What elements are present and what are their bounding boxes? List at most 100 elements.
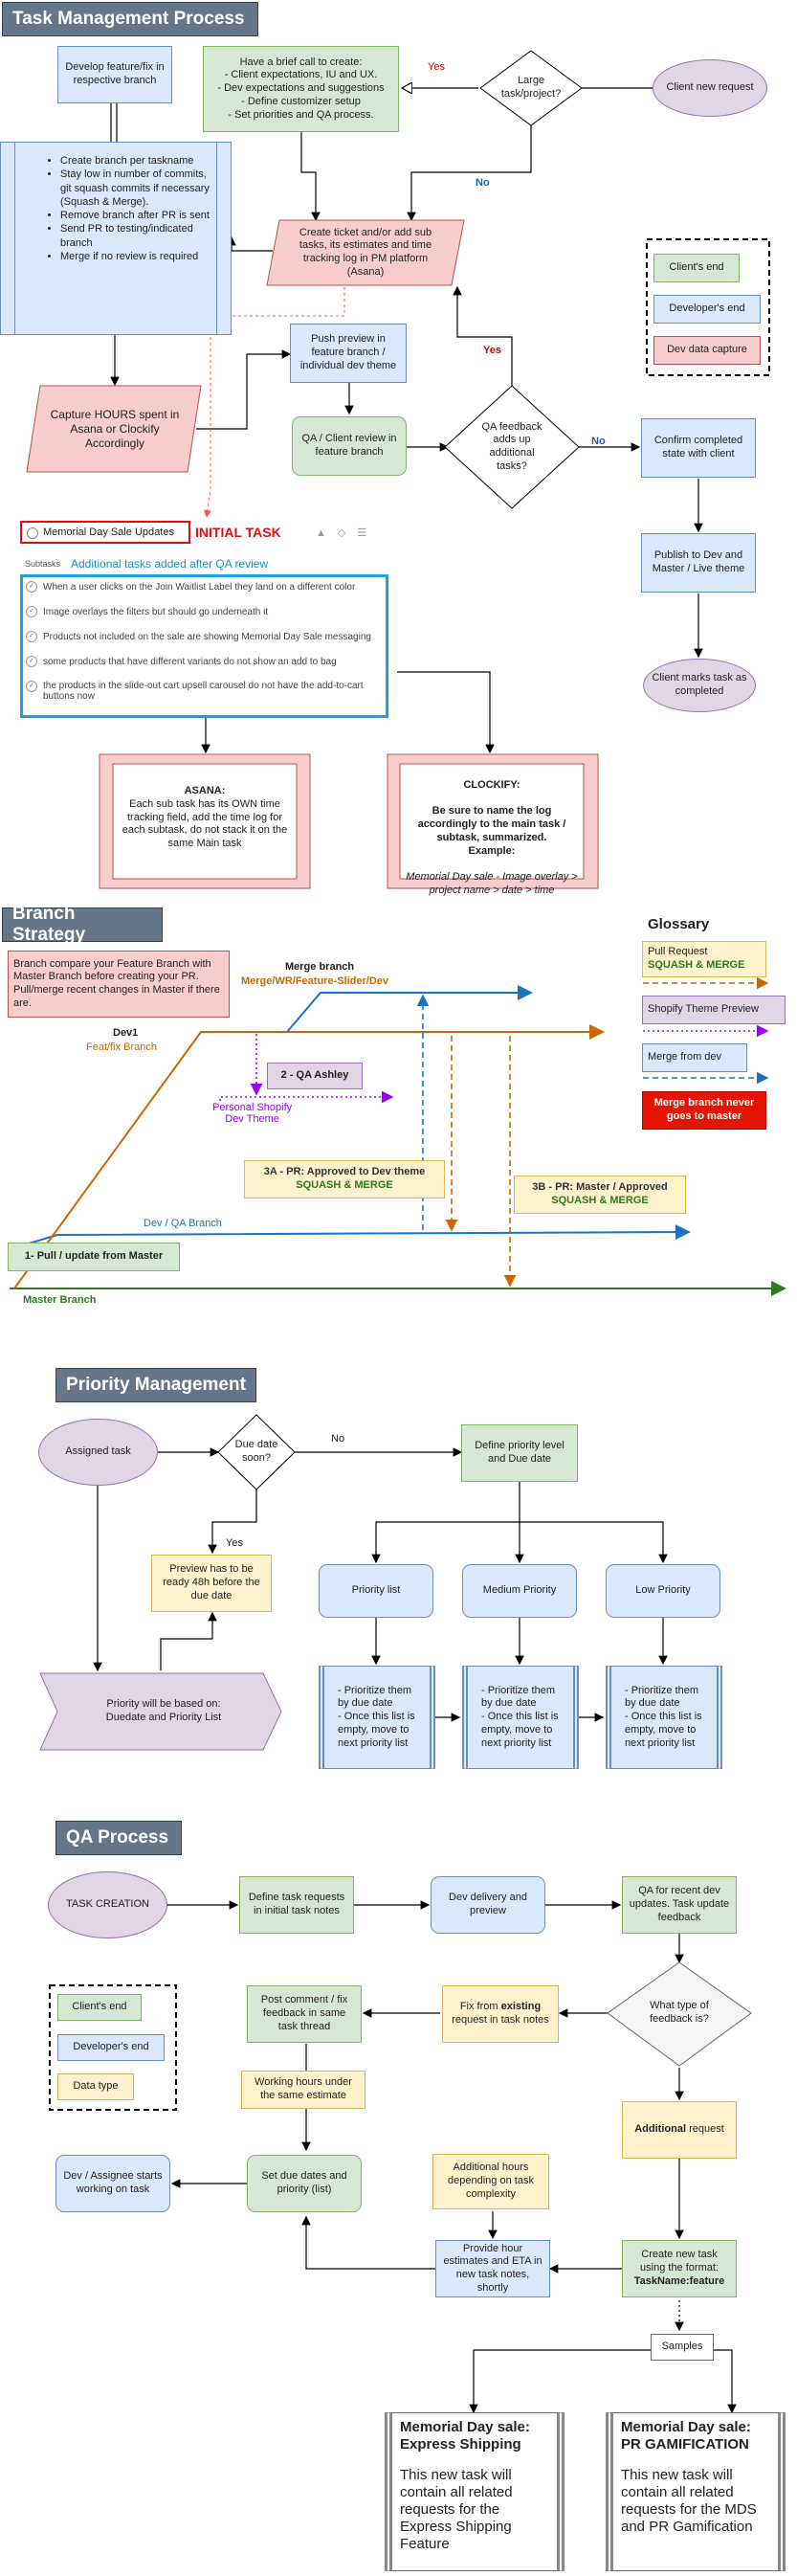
bullet-list-right-stripe — [216, 143, 217, 334]
asana-inner-page — [112, 763, 298, 880]
bullet-list-left-stripe — [14, 143, 15, 334]
legend-client-end: Client's end — [653, 254, 740, 282]
check-circle-icon[interactable]: ✓ — [26, 606, 37, 617]
sample-gamification-body: This new task will contain all related r… — [621, 2467, 757, 2535]
due-yes-label: Yes — [226, 1537, 243, 1549]
subtask-row[interactable]: ✓ Products not included on the sale are s… — [26, 631, 371, 642]
sample-express-body: This new task will contain all related r… — [400, 2467, 513, 2552]
attach-icon[interactable]: ◇ — [337, 527, 358, 539]
based-on-label: Priority will be based on: Duedate and P… — [105, 1698, 222, 1723]
qa-feedback-text: QA feedback adds up additional tasks? — [481, 420, 542, 472]
subtask-row[interactable]: ✓ some products that have different varia… — [26, 656, 337, 667]
like-icon[interactable]: ▲ — [316, 527, 338, 539]
task-creation-node: TASK CREATION — [48, 1871, 167, 1938]
sample-page-express: Memorial Day sale: Express Shipping This… — [385, 2412, 565, 2571]
check-circle-icon[interactable]: ✓ — [26, 681, 37, 692]
sample-gamification-title: Memorial Day sale: PR GAMIFICATION — [621, 2419, 751, 2453]
qa-feedback-diamond — [444, 385, 580, 509]
subtask-row[interactable]: ✓When a user clicks on the Join Waitlist… — [26, 581, 355, 593]
pr-3b-title: 3B - PR: Master / Approved — [532, 1181, 668, 1194]
set-due-node: Set due dates and priority (list) — [247, 2155, 362, 2212]
yes-label-large: Yes — [428, 61, 445, 73]
edge-develop-double — [110, 103, 118, 142]
based-on-pentagon — [39, 1672, 282, 1751]
qa-feedback-label: QA feedback adds up additional tasks? — [471, 419, 553, 475]
glossary-never-master: Merge branch never goes to master — [642, 1091, 766, 1130]
feedback-type-diamond — [607, 1961, 752, 2067]
subtask-icon[interactable]: ☰ — [357, 527, 379, 539]
branch-rules-list: Create branch per taskname Stay low in n… — [43, 154, 215, 263]
edge-subtasks-to-clockify — [397, 671, 495, 754]
create-new-text: Create new task using the format: — [640, 2249, 719, 2274]
fix-existing-node: Fix from existing request in task notes — [442, 1985, 559, 2043]
working-hours-node: Working hours under the same estimate — [241, 2071, 365, 2109]
glossary-squash-label: SQUASH & MERGE — [648, 959, 745, 971]
clockify-note: CLOCKIFY: Be sure to name the log accord… — [402, 766, 582, 910]
pr-3a-node: 3A - PR: Approved to Dev theme SQUASH & … — [244, 1160, 445, 1198]
subtask-text: Products not included on the sale are sh… — [43, 631, 371, 642]
check-circle-icon[interactable]: ✓ — [26, 581, 37, 593]
section-header-task: Task Management Process — [2, 2, 258, 36]
check-circle-icon — [27, 527, 38, 539]
client-marks-completed-node: Client marks task as completed — [643, 659, 756, 712]
no-label-feedback: No — [591, 436, 606, 447]
due-date-label: Due date soon? — [234, 1439, 278, 1464]
brief-call-node: Have a brief call to create: - Client ex… — [203, 46, 399, 132]
additional-request-node: Additional request — [622, 2101, 737, 2159]
due-date-diamond — [217, 1414, 296, 1490]
asana-task-title-box: Memorial Day Sale Updates — [20, 521, 190, 544]
clockify-note-example: Memorial Day sale - Image overlay > proj… — [406, 871, 578, 896]
create-ticket-parallelogram — [266, 219, 465, 286]
subtask-row[interactable]: ✓the products in the slide-out cart upse… — [26, 681, 380, 702]
priority-list-node: Priority list — [319, 1564, 433, 1618]
additional-request-text: Additional request — [634, 2123, 724, 2137]
edge-ticket-to-bullets — [227, 235, 273, 252]
sample-express-title: Memorial Day sale: Express Shipping — [400, 2419, 530, 2453]
subtask-row[interactable]: ✓ Image overlays the filters but should g… — [26, 606, 268, 617]
preview-ready-node: Preview has to be ready 48h before the d… — [151, 1555, 272, 1612]
medium-priority-node: Medium Priority — [462, 1564, 577, 1618]
pr-3b-node: 3B - PR: Master / Approved SQUASH & MERG… — [514, 1176, 686, 1214]
feat-branch-label: Feat/fix Branch — [86, 1042, 157, 1053]
provide-hours-node: Provide hour estimates and ETA in new ta… — [435, 2240, 550, 2297]
pr-3b-sub: SQUASH & MERGE — [551, 1195, 649, 1206]
asana-note: ASANA: Each sub task has its OWN time tr… — [115, 785, 295, 851]
large-task-label: Large task/project? — [500, 75, 562, 100]
confirm-completed-node: Confirm completed state with client — [641, 418, 756, 478]
subtask-text: Image overlays the filters but should go… — [43, 606, 269, 617]
client-request-node: Client new request — [653, 59, 767, 117]
qa-legend-developer: Developer's end — [57, 2034, 165, 2061]
define-priority-node: Define priority level and Due date — [461, 1424, 578, 1482]
fix-existing-text: Fix from existing request in task notes — [448, 2001, 553, 2027]
additional-post: request — [686, 2123, 724, 2136]
create-new-task-node: Create new task using the format: TaskNa… — [622, 2240, 737, 2297]
qa-legend-frame — [49, 1984, 177, 2111]
legend-dev-data-capture: Dev data capture — [653, 336, 761, 365]
edge-capture-to-push — [196, 349, 292, 430]
subtasks-label: Subtasks — [25, 559, 61, 569]
create-ticket-label: Create ticket and/or add sub tasks, its … — [299, 226, 432, 278]
dev-delivery-node: Dev delivery and preview — [431, 1876, 545, 1934]
glossary-theme-preview: Shopify Theme Preview — [642, 996, 786, 1024]
no-label-large: No — [476, 177, 490, 189]
pull-update-node: 1- Pull / update from Master — [8, 1243, 180, 1271]
initial-task-label: INITIAL TASK — [195, 525, 281, 540]
publish-node: Publish to Dev and Master / Live theme — [641, 533, 756, 593]
subtasks-note: Additional tasks added after QA review — [71, 557, 269, 571]
additional-hours-node: Additional hours depending on task compl… — [432, 2154, 549, 2209]
priority-sub-2: - Prioritize them by due date - Once thi… — [462, 1666, 579, 1769]
edge-brief-to-ticket — [300, 132, 321, 222]
fix-text-pre: Fix from — [459, 2001, 501, 2013]
check-circle-icon[interactable]: ✓ — [26, 656, 37, 667]
edge-define-to-lists — [375, 1482, 664, 1562]
rule-item: Stay low in number of commits, git squas… — [60, 168, 215, 209]
edge-provide-to-set — [301, 2215, 435, 2270]
glossary-merge-from-dev: Merge from dev — [642, 1043, 747, 1072]
due-no-label: No — [331, 1433, 345, 1445]
post-comment-node: Post comment / fix feedback in same task… — [247, 1985, 362, 2043]
subtask-text: some products that have different varian… — [43, 656, 337, 667]
qa-recent-node: QA for recent dev updates. Task update f… — [622, 1876, 737, 1934]
clockify-note-body: Be sure to name the log accordingly to t… — [417, 805, 566, 857]
check-circle-icon[interactable]: ✓ — [26, 631, 37, 642]
